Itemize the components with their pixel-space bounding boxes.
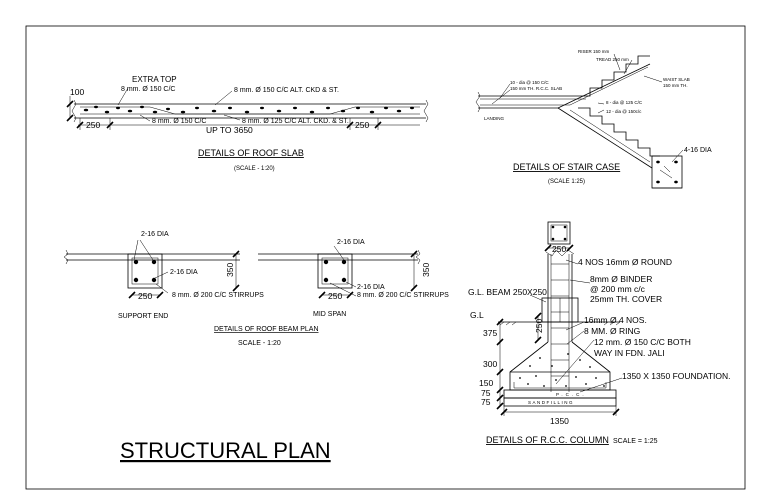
slab-span-dim: UP TO 3650	[206, 125, 253, 135]
stair-case-caption: DETAILS OF STAIR CASE	[513, 162, 620, 172]
foundation-size-label: 1350 X 1350 FOUNDATION.	[622, 371, 731, 381]
bottom-bar-right-label: 8 mm. Ø 125 C/C ALT. CKD. & ST.	[242, 118, 349, 125]
dim-75-b: 75	[481, 397, 491, 407]
stair-bars-mid-label-1: 8 - dia @ 125 C/C	[606, 100, 643, 105]
support-end-bottom-bars: 2-16 DIA	[170, 269, 198, 276]
sheet-border	[25, 25, 746, 490]
foundation-concrete	[519, 353, 605, 387]
mid-span-depth: 350	[421, 263, 431, 277]
stair-bars-top-label: 10 - dia @ 150 C/C	[510, 80, 549, 85]
fdn-bars-label-1: 12 mm. Ø 150 C/C BOTH	[594, 337, 691, 347]
column-main-bars: 4 NOS 16mm Ø ROUND	[578, 257, 672, 267]
rcc-column-detail: 250 4 NOS 16mm Ø ROUND 8mm Ø BINDER @ 20…	[468, 221, 731, 445]
dim-1350: 1350	[550, 416, 569, 426]
roof-beam-caption: DETAILS OF ROOF BEAM PLAN	[214, 326, 319, 333]
slab-right-dim: 250	[355, 120, 369, 130]
stair-waist-label-2: 150 mm TH.	[663, 83, 688, 88]
support-end-label: SUPPORT END	[118, 313, 168, 320]
dim-75-a: 75	[481, 388, 491, 398]
mid-span-label: MID SPAN	[313, 311, 346, 318]
mid-span-bottom-bars: 2-16 DIA	[357, 284, 385, 291]
mid-span-stirrups: 8 mm. Ø 200 C/C STIRRUPS	[357, 292, 449, 299]
beam-support-end: 2-16 DIA 2-16 DIA 8 mm. Ø 200 C/C STIRRU…	[118, 231, 264, 320]
mid-span-top-bars: 2-16 DIA	[337, 239, 365, 246]
page-title: STRUCTURAL PLAN	[120, 438, 331, 463]
bottom-bar-left-label: 8 mm. Ø 150 C/C	[152, 118, 206, 125]
roof-slab-detail: EXTRA TOP 8 mm. Ø 150 C/C 8 mm. Ø 150 C/…	[66, 75, 429, 172]
ground-level-label: G.L	[470, 310, 484, 320]
roof-slab-scale: (SCALE - 1:20)	[234, 166, 275, 172]
roof-beam-scale: SCALE - 1:20	[238, 340, 281, 347]
column-cover: 25mm TH. COVER	[590, 294, 662, 304]
top-bar-left-label: 8 mm. Ø 150 C/C	[121, 86, 175, 93]
slab-aggregate	[83, 105, 414, 114]
mid-span-width: 250	[328, 291, 342, 301]
stair-case-scale: (SCALE 1:25)	[548, 179, 585, 185]
support-end-stirrups: 8 mm. Ø 200 C/C STIRRUPS	[172, 292, 264, 299]
stair-case-detail: RISER 150 mm TREAD 250 mm WAIST SLAB 150…	[475, 49, 712, 189]
fdn-bars-label-2: WAY IN FDN. JALI	[594, 348, 665, 358]
dev-bars-label: 16mm Ø 4 NOS.	[584, 315, 647, 325]
column-binder-2: @ 200 mm c/c	[590, 284, 646, 294]
column-binder-1: 8mm Ø BINDER	[590, 274, 652, 284]
rcc-column-caption: DETAILS OF R.C.C. COLUMN	[486, 435, 609, 445]
slab-thickness-dim: 100	[70, 87, 84, 97]
stair-waist-label-1: WAIST SLAB	[663, 77, 690, 82]
extra-top-label: EXTRA TOP	[132, 75, 177, 84]
dim-375: 375	[483, 328, 497, 338]
stair-riser-label: RISER 150 mm	[578, 49, 610, 54]
rcc-column-scale: SCALE = 1:25	[613, 438, 658, 445]
pcc-label: P.C.C.	[556, 392, 587, 397]
slab-left-dim: 250	[86, 120, 100, 130]
stair-tread-label: TREAD 250 mm	[596, 57, 629, 62]
dim-150: 150	[479, 378, 493, 388]
support-end-depth: 350	[225, 263, 235, 277]
ring-label: 8 MM. Ø RING	[584, 326, 640, 336]
dim-300: 300	[483, 359, 497, 369]
stair-landing-label: LANDING	[484, 116, 505, 121]
sand-filling-label: SANDFILLING	[528, 400, 574, 405]
top-bar-right-label: 8 mm. Ø 150 C/C ALT. CKD & ST.	[234, 87, 339, 94]
stair-dia-label: 4-16 DIA	[684, 147, 712, 154]
support-end-width: 250	[138, 291, 152, 301]
gl-beam-label: G.L. BEAM 250X250	[468, 287, 547, 297]
roof-slab-caption: DETAILS OF ROOF SLAB	[198, 148, 304, 158]
stair-slab-thk-label: 150 mm TH. R.C.C. SLAB	[510, 86, 562, 91]
support-end-top-bars: 2-16 DIA	[141, 231, 169, 238]
roof-beam-detail: 2-16 DIA 2-16 DIA 8 mm. Ø 200 C/C STIRRU…	[63, 231, 449, 347]
beam-mid-span: 2-16 DIA 2-16 DIA 8 mm. Ø 200 C/C STIRRU…	[313, 239, 449, 318]
column-size-dim: 250	[552, 244, 566, 254]
stair-bars-mid-label-2: 12 - dia @ 150c/c	[606, 109, 642, 114]
gl-beam-dim: 250	[534, 319, 544, 333]
